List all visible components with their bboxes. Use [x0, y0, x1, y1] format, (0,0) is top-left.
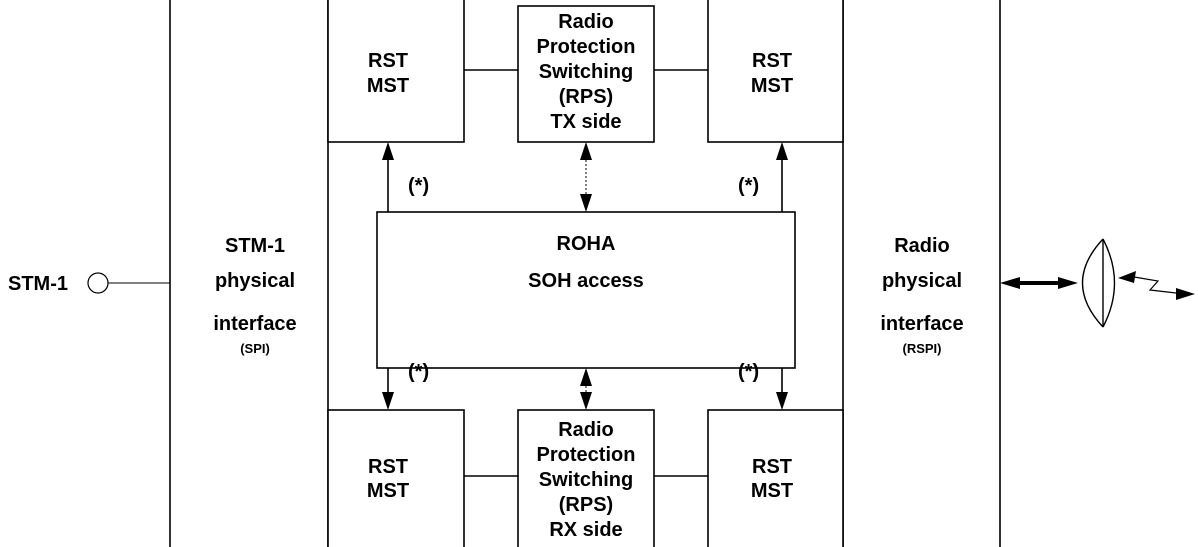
rst-label: RST	[368, 456, 408, 478]
roha-label: ROHA	[557, 233, 616, 255]
rst-mst-top-left: RST MST	[327, 0, 465, 143]
arrow-down-bottom-left-icon	[382, 368, 394, 410]
rst-mst-top-right: RST MST	[707, 0, 844, 143]
spi-label-line1: STM-1	[225, 235, 285, 257]
spi-abbr: (SPI)	[240, 341, 270, 356]
spi-block: STM-1 physical interface (SPI)	[169, 0, 329, 547]
spi-label-line3: interface	[213, 313, 296, 335]
arrow-down-bottom-right-icon	[776, 368, 788, 410]
note-bottom-left: (*)	[408, 361, 429, 383]
rps-rx-line5: RX side	[549, 519, 622, 541]
rps-rx-line2: Protection	[537, 444, 636, 466]
rps-rx-line3: Switching	[539, 469, 633, 491]
stm1-port: STM-1	[8, 272, 170, 295]
rspi-label-line1: Radio	[894, 235, 950, 257]
mst-label: MST	[367, 480, 409, 502]
roha-block: ROHA SOH access	[376, 211, 796, 369]
note-top-left: (*)	[408, 175, 429, 197]
mst-label: MST	[751, 480, 793, 502]
rst-label: RST	[368, 50, 408, 72]
rps-tx-block: Radio Protection Switching (RPS) TX side	[517, 5, 655, 143]
rps-tx-line4: (RPS)	[559, 86, 613, 108]
stm1-connector-icon	[87, 272, 109, 294]
roha-sublabel: SOH access	[528, 270, 644, 292]
rps-tx-line2: Protection	[537, 36, 636, 58]
rspi-label-line3: interface	[880, 313, 963, 335]
mst-label: MST	[751, 75, 793, 97]
note-bottom-right: (*)	[738, 361, 759, 383]
antenna-link-arrow-icon	[1000, 277, 1078, 289]
rps-tx-line5: TX side	[550, 111, 621, 133]
rps-tx-line1: Radio	[558, 11, 614, 33]
arrow-up-top-right-icon	[776, 142, 788, 212]
rst-label: RST	[752, 50, 792, 72]
spi-label-line2: physical	[215, 270, 295, 292]
stm1-port-label: STM-1	[8, 273, 68, 295]
rst-mst-bottom-right: RST MST	[707, 409, 844, 547]
radio-signal-icon	[1118, 271, 1195, 300]
arrow-bidirectional-top-icon	[580, 142, 592, 212]
rps-tx-line3: Switching	[539, 61, 633, 83]
arrow-bidirectional-bottom-icon	[580, 368, 592, 410]
note-top-right: (*)	[738, 175, 759, 197]
rst-mst-bottom-left: RST MST	[327, 409, 465, 547]
arrow-up-top-left-icon	[382, 142, 394, 212]
rspi-block: Radio physical interface (RSPI)	[842, 0, 1001, 547]
rspi-label-line2: physical	[882, 270, 962, 292]
rps-rx-block: Radio Protection Switching (RPS) RX side	[517, 409, 655, 547]
rps-rx-line4: (RPS)	[559, 494, 613, 516]
rps-rx-line1: Radio	[558, 419, 614, 441]
rst-label: RST	[752, 456, 792, 478]
mst-label: MST	[367, 75, 409, 97]
rspi-abbr: (RSPI)	[903, 341, 942, 356]
antenna-dish-icon	[1081, 238, 1116, 328]
